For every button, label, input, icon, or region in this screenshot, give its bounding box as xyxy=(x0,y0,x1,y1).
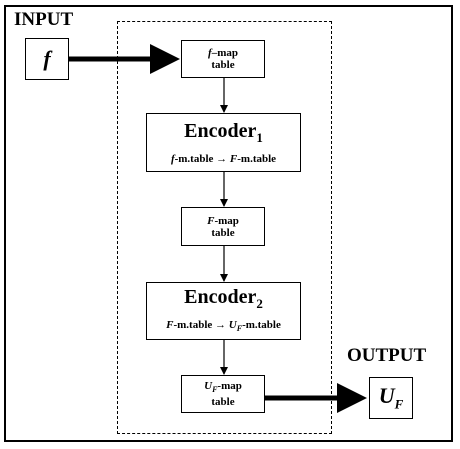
UF-map-table-line1: UF-map xyxy=(204,380,242,396)
encoder2-subscript: 2 xyxy=(256,295,263,311)
encoder2-mapping: F-m.table → UF-m.table xyxy=(166,318,281,336)
output-UF-node: UF xyxy=(369,377,413,419)
encoder-pipeline-dashed-boundary xyxy=(117,21,332,434)
F-map-table-rest: -map xyxy=(214,214,239,227)
encoder2-to-rest: -m.table xyxy=(242,318,281,331)
UF-map-table-sub: F xyxy=(212,385,218,395)
input-f-text: f xyxy=(43,46,51,71)
output-UF-text: UF xyxy=(379,383,404,412)
encoder2-arrow: → xyxy=(215,318,227,331)
encoder1-from-italic: f xyxy=(170,152,175,165)
F-map-table-line1: F-map xyxy=(207,215,239,227)
UF-map-table-line2: table xyxy=(211,396,235,409)
f-map-table-node: f–map table xyxy=(181,40,265,78)
encoder1-arrow: → xyxy=(216,152,228,165)
encoder1-mapping: f-m.table → F-m.table xyxy=(171,152,276,166)
UF-map-table-node: UF-map table xyxy=(181,375,265,413)
output-F-subscript: F xyxy=(394,396,404,412)
encoder1-title-text: Encoder xyxy=(184,119,257,142)
encoder2-title-text: Encoder xyxy=(184,285,257,308)
F-map-table-italic: F xyxy=(207,214,215,227)
F-map-table-node: F-map table xyxy=(181,207,265,246)
encoder1-to-rest: -m.table xyxy=(237,152,277,165)
encoder2-from-italic: F xyxy=(166,318,174,331)
encoder2-from-rest: -m.table xyxy=(173,318,213,331)
f-map-table-rest: –map xyxy=(211,47,238,59)
UF-map-table-rest: -map xyxy=(217,379,242,392)
input-f-node: f xyxy=(25,38,69,80)
output-U-letter: U xyxy=(378,383,395,409)
encoder1-node: Encoder1 f-m.table → F-m.table xyxy=(146,113,301,172)
encoder1-subscript: 1 xyxy=(256,129,263,145)
encoder2-to-italic: U xyxy=(228,318,237,331)
encoder1-to-italic: F xyxy=(229,152,238,165)
f-map-table-line1: f–map xyxy=(208,47,238,59)
encoder2-to-sub: F xyxy=(236,324,243,334)
encoder1-from-rest: -m.table xyxy=(174,152,214,165)
f-map-table-line2: table xyxy=(211,59,235,71)
input-label: INPUT xyxy=(14,9,74,30)
UF-map-table-italic: U xyxy=(204,379,213,392)
outer-frame xyxy=(4,5,453,442)
output-label: OUTPUT xyxy=(347,345,427,366)
encoder1-title: Encoder1 xyxy=(184,120,263,149)
encoder2-node: Encoder2 F-m.table → UF-m.table xyxy=(146,282,301,340)
F-map-table-line2: table xyxy=(211,226,235,239)
encoder2-title: Encoder2 xyxy=(184,286,263,315)
f-map-table-italic: f xyxy=(208,47,212,59)
